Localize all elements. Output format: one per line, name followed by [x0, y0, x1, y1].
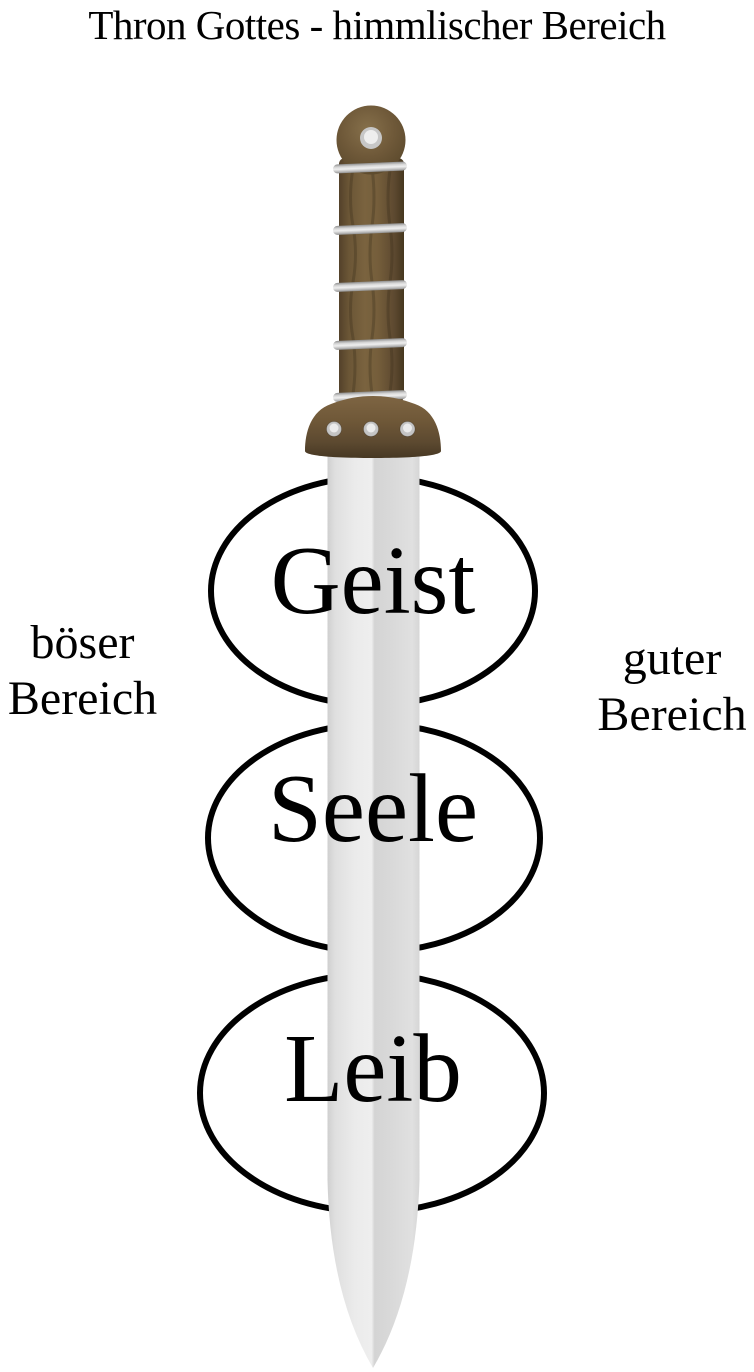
right-region-label: guter Bereich	[590, 631, 754, 743]
grip-band	[333, 338, 407, 350]
grip-band	[333, 223, 407, 235]
guard-rivet-center	[403, 423, 412, 433]
guard-rivet-center	[329, 423, 339, 433]
oval-label-leib: Leib	[284, 1015, 462, 1122]
guard-rivet-center	[366, 423, 376, 433]
oval-label-geist: Geist	[270, 527, 476, 634]
right-region-line-1: guter	[622, 632, 722, 685]
left-region-line-2: Bereich	[7, 672, 158, 725]
left-region-line-1: böser	[30, 616, 135, 669]
page-title: Thron Gottes - himmlischer Bereich	[88, 2, 666, 48]
pommel-rivet-center	[364, 130, 378, 144]
oval-label-seele: Seele	[267, 755, 479, 862]
left-region-label: böser Bereich	[0, 615, 165, 727]
guard-rivets	[326, 421, 416, 437]
right-region-line-2: Bereich	[597, 688, 747, 741]
grip-band	[333, 161, 407, 174]
grip-band	[333, 280, 407, 292]
sword-blade-icon	[327, 450, 420, 1368]
